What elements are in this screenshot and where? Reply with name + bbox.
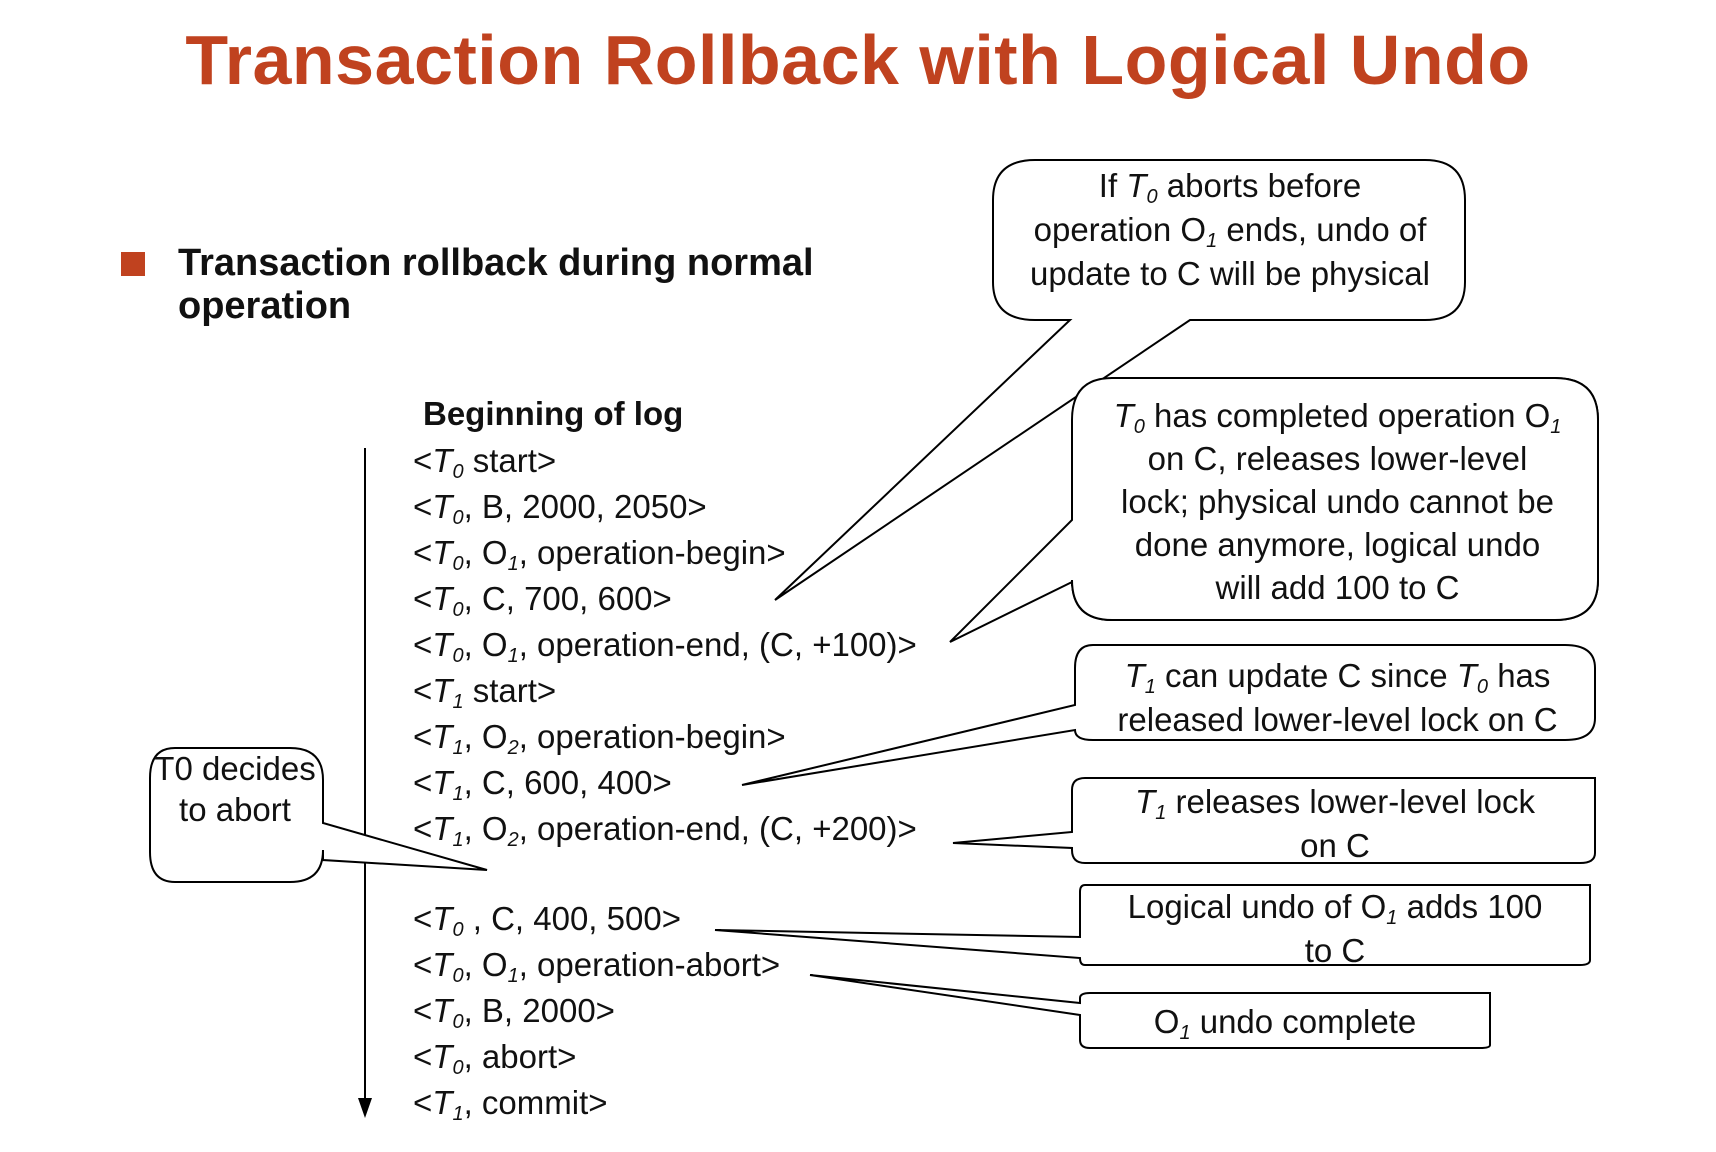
log-record: <T1, O2, operation-begin>	[413, 718, 786, 759]
log-record: <T0, B, 2000>	[413, 992, 615, 1033]
log-record: <T0 start>	[413, 442, 557, 483]
log-record: <T0, O1, operation-end, (C, +100)>	[413, 626, 917, 667]
callout-1-shape	[774, 159, 1466, 601]
timeline-arrowhead	[358, 1098, 372, 1118]
log-record: <T0, B, 2000, 2050>	[413, 488, 707, 529]
bullet-marker	[121, 252, 145, 276]
log-record: <T1, C, 600, 400>	[413, 764, 672, 805]
callout-4-shape	[952, 777, 1596, 864]
slide-title: Transaction Rollback with Logical Undo	[185, 21, 1531, 99]
log-record: <T1 start>	[413, 672, 557, 713]
t0-callout-shape	[149, 747, 488, 883]
log-heading: Beginning of log	[423, 395, 684, 432]
callout-5-shape	[714, 884, 1591, 966]
callout-6-text: O1 undo complete	[1153, 1003, 1417, 1044]
log-record: <T1, commit>	[413, 1084, 608, 1125]
log-record: <T0, C, 700, 600>	[413, 580, 672, 621]
callout-3-shape	[741, 644, 1596, 786]
t0-decides-abort-text: T0 decides to abort	[154, 750, 316, 828]
log-record: <T0, O1, operation-begin>	[413, 534, 786, 575]
log-record: <T0 , C, 400, 500>	[413, 900, 681, 941]
callout-6-shape	[809, 974, 1491, 1049]
log-record: <T0, abort>	[413, 1038, 577, 1079]
log-record: <T0, O1, operation-abort>	[413, 946, 781, 987]
bullet-text: Transaction rollback during normal opera…	[178, 242, 814, 327]
log-record: <T1, O2, operation-end, (C, +200)>	[413, 810, 917, 851]
